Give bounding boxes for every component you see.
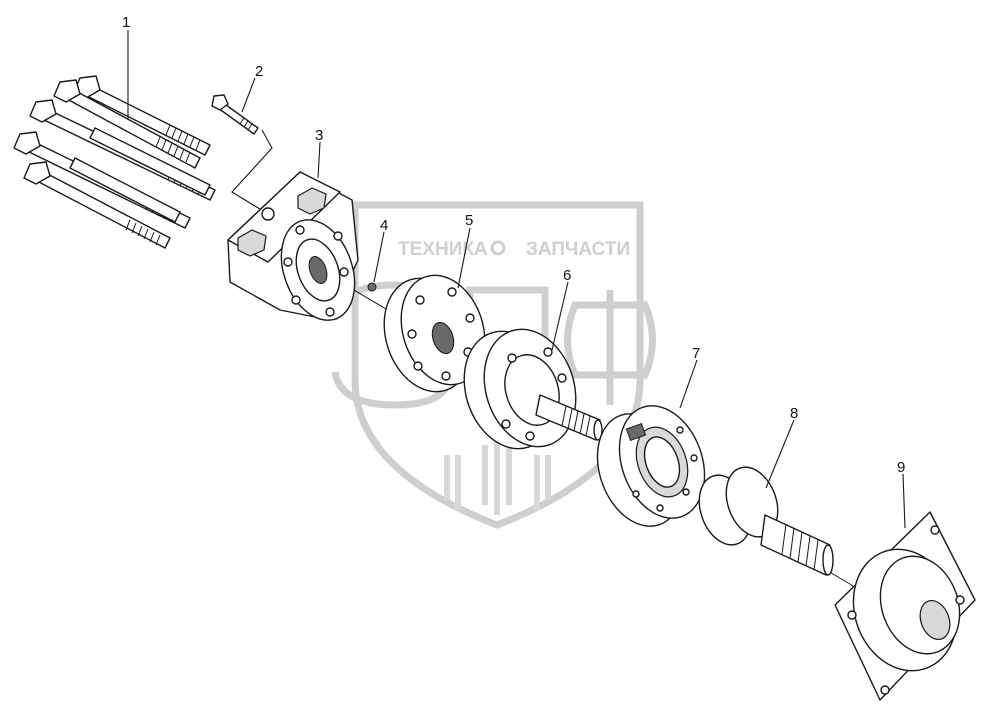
gerotor-part-6 <box>463 328 603 450</box>
callout-3: 3 <box>315 127 323 144</box>
callout-4: 4 <box>380 217 388 234</box>
bolts-part-1 <box>13 75 216 249</box>
watermark-wheat <box>444 440 551 515</box>
watermark-right-text: ЗАПЧАСТИ <box>526 239 630 260</box>
callout-1: 1 <box>122 14 130 31</box>
small-bolt-part-2 <box>211 94 259 135</box>
mounting-flange-part-9 <box>834 511 976 701</box>
valve-plate-part-5 <box>383 274 486 393</box>
check-ball-part-4 <box>367 282 377 292</box>
callout-8: 8 <box>790 405 798 422</box>
bearing-housing-part-7 <box>596 405 706 527</box>
leader-part-2-path <box>231 129 273 215</box>
callout-labels: 1 2 3 4 5 6 7 8 9 <box>122 14 905 476</box>
callout-9: 9 <box>897 459 905 476</box>
watermark-left-text: ТЕХНИКА <box>398 239 488 260</box>
callout-6: 6 <box>563 267 571 284</box>
callout-7: 7 <box>692 345 700 362</box>
output-shaft-part-8 <box>698 466 834 576</box>
callout-2: 2 <box>255 63 263 80</box>
callout-5: 5 <box>465 212 473 229</box>
leader-lines <box>127 30 906 529</box>
valve-housing-part-3 <box>227 171 359 321</box>
